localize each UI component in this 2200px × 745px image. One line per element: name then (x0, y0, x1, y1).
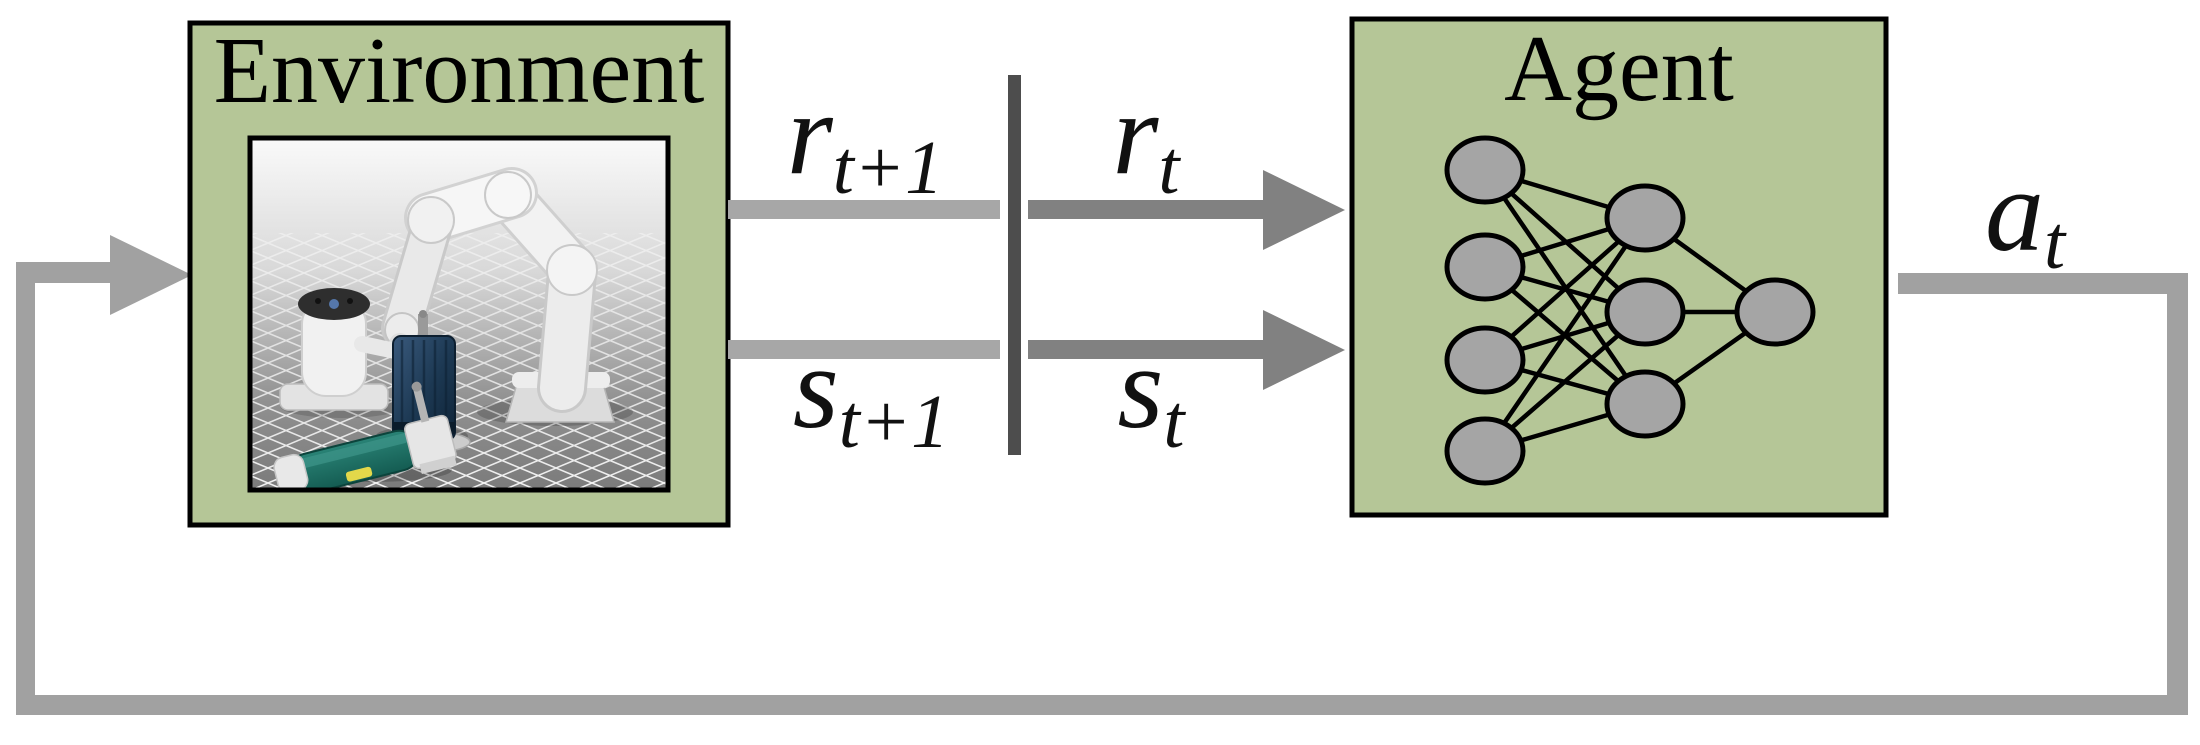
neural-network (1444, 135, 1816, 486)
agent-title: Agent (1504, 17, 1734, 121)
robot-arm (381, 167, 615, 423)
label-action: at (1985, 145, 2067, 285)
nn-node (1444, 135, 1526, 205)
label-reward-now: rt (1112, 68, 1181, 210)
label-subscript: t (1158, 126, 1181, 210)
label-base: s (793, 322, 839, 453)
agent-box: Agent (1349, 16, 1889, 518)
loop-segment-left-vertical (16, 262, 35, 715)
state-next-line (728, 340, 1000, 359)
reward-next-line (728, 200, 1000, 219)
teal-grinder (273, 381, 457, 490)
nn-edge (1483, 216, 1647, 453)
reward-arrowhead-icon (1263, 170, 1345, 250)
time-step-divider (1008, 75, 1021, 455)
nn-node (1734, 277, 1816, 347)
robot-arm-photo (247, 135, 671, 493)
label-state-now: st (1117, 322, 1186, 464)
nn-node (1444, 232, 1526, 302)
nn-node (1604, 277, 1686, 347)
nn-node (1604, 369, 1686, 439)
label-reward-next: rt+1 (787, 68, 943, 210)
label-base: s (1117, 322, 1163, 453)
robot-scene (250, 138, 668, 490)
nn-node (1604, 183, 1686, 253)
label-subscript: t (2044, 201, 2067, 285)
label-base: a (1985, 145, 2044, 276)
environment-box: Environment (187, 19, 731, 528)
signal-arrows (728, 75, 1345, 455)
state-arrowhead-icon (1263, 310, 1345, 390)
nn-node (1444, 416, 1526, 486)
label-subscript: t (1163, 380, 1186, 464)
label-subscript: t+1 (833, 126, 943, 210)
label-state-next: st+1 (793, 322, 949, 464)
label-subscript: t+1 (839, 380, 949, 464)
label-base: r (787, 68, 834, 199)
label-base: r (1112, 68, 1159, 199)
loop-segment-right-vertical (2167, 273, 2188, 715)
small-robot (279, 288, 408, 411)
loop-segment-top-right (1898, 273, 2188, 294)
loop-segment-bottom (16, 695, 2188, 715)
photo-frame (247, 135, 671, 493)
loop-segment-top-left (16, 262, 110, 283)
agent-frame (1349, 16, 1889, 518)
nn-node (1444, 325, 1526, 395)
environment-title: Environment (214, 19, 705, 123)
loop-arrowhead-icon (110, 235, 192, 315)
feedback-loop (16, 235, 2188, 715)
state-now-line (1028, 340, 1263, 359)
reward-now-line (1028, 200, 1263, 219)
